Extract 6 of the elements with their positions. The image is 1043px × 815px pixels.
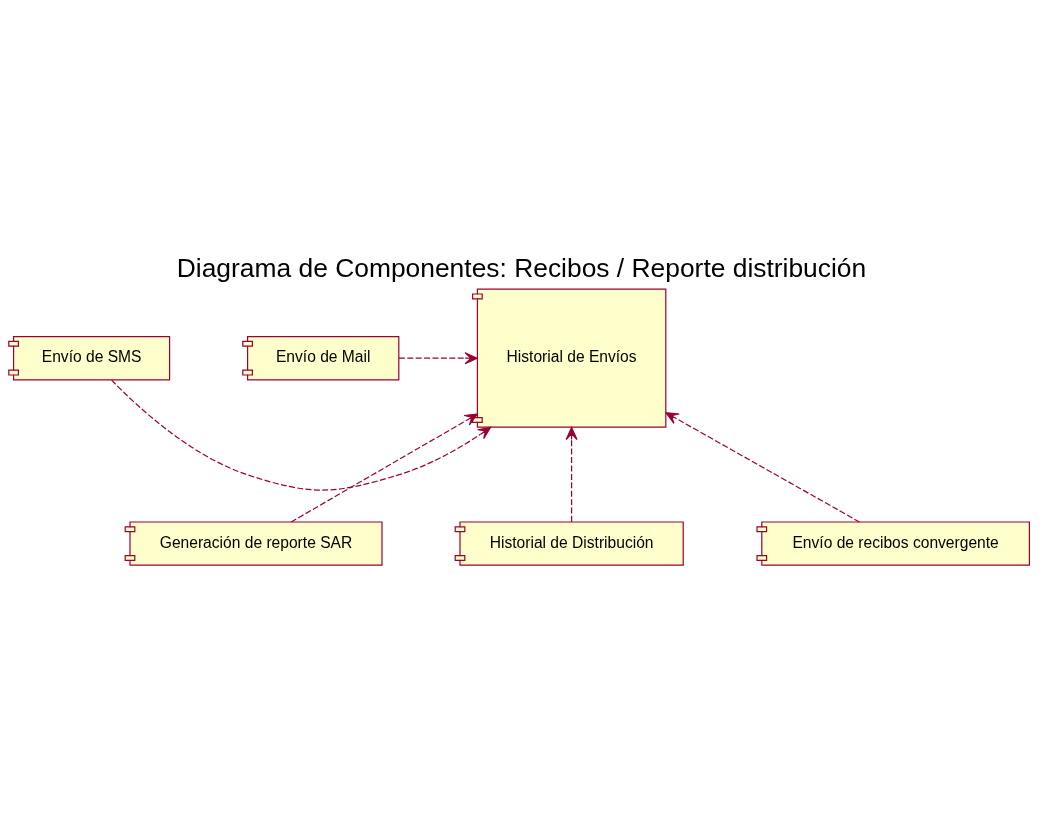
diagram-title: Diagrama de Componentes: Recibos / Reporte distribución [176, 252, 867, 283]
arrow [111, 379, 492, 491]
arrow [565, 426, 578, 522]
arrow [665, 411, 860, 523]
arrow [290, 413, 478, 523]
arrow [398, 351, 478, 364]
